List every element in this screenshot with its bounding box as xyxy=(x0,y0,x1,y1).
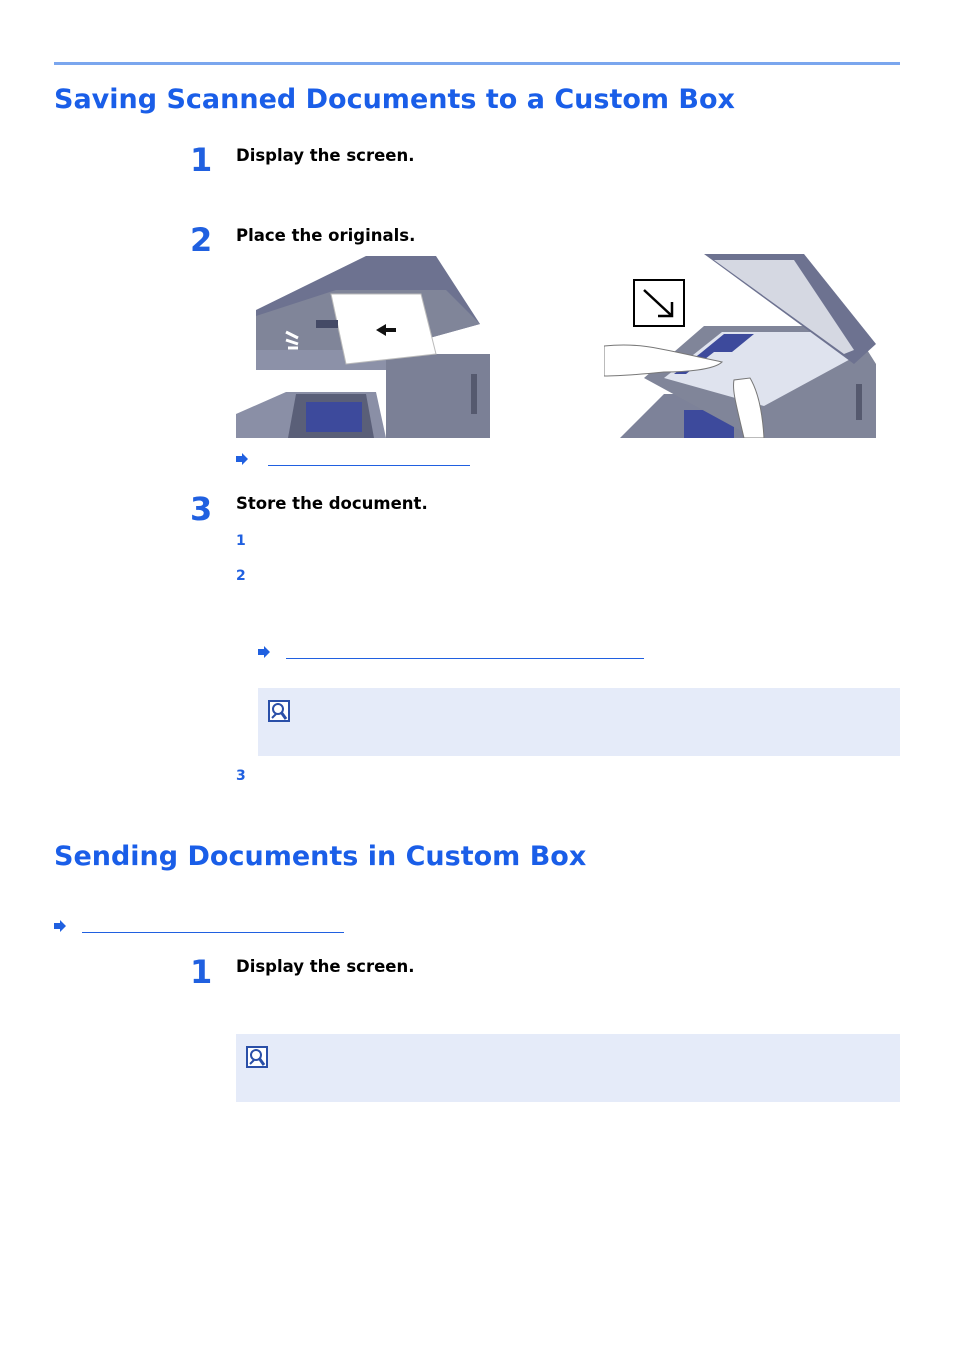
link-underline xyxy=(286,658,644,659)
document-processor-illustration xyxy=(236,254,490,438)
step-number: 3 xyxy=(190,490,213,528)
step-number: 1 xyxy=(190,141,213,179)
step-title: Store the document. xyxy=(236,494,428,513)
step-number: 2 xyxy=(190,221,213,259)
substep-number: 3 xyxy=(236,768,246,784)
link-underline xyxy=(268,465,470,466)
top-rule xyxy=(54,62,900,65)
step-title: Display the screen. xyxy=(236,957,415,976)
substep-number: 1 xyxy=(236,533,246,549)
substep-number: 2 xyxy=(236,568,246,584)
step-number: 1 xyxy=(190,953,213,991)
note-box xyxy=(258,688,900,756)
section-title-saving: Saving Scanned Documents to a Custom Box xyxy=(54,84,735,115)
platen-illustration xyxy=(603,254,876,439)
note-hint-icon xyxy=(246,1046,268,1068)
xref-arrow-icon xyxy=(54,920,66,932)
cross-reference-link[interactable] xyxy=(236,453,472,467)
cross-reference-link[interactable] xyxy=(54,920,346,934)
cross-reference-link[interactable] xyxy=(258,646,646,660)
xref-arrow-icon xyxy=(258,646,270,658)
note-hint-icon xyxy=(268,700,290,722)
press-arrow-icon xyxy=(376,324,396,336)
link-underline xyxy=(82,932,344,933)
step-title: Place the originals. xyxy=(236,226,416,245)
note-box xyxy=(236,1034,900,1102)
xref-arrow-icon xyxy=(236,453,248,465)
section-title-sending: Sending Documents in Custom Box xyxy=(54,841,587,872)
step-title: Display the screen. xyxy=(236,146,415,165)
